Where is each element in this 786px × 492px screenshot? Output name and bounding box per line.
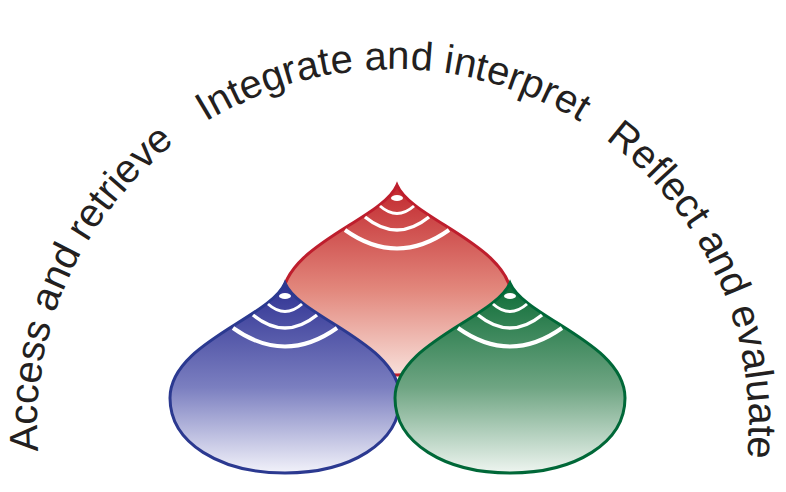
label-glyph: e (624, 133, 668, 177)
label-glyph (685, 211, 725, 242)
label-glyph: v (730, 322, 774, 351)
label-glyph: r (536, 70, 565, 112)
label-glyph: r (87, 172, 126, 208)
label-glyph: e (327, 37, 355, 80)
label-glyph: r (277, 49, 301, 91)
label-glyph: t (472, 45, 492, 87)
label-glyph: s (9, 336, 52, 364)
label-glyph: a (691, 222, 737, 261)
label-glyph: n (31, 258, 77, 294)
label-glyph: d (41, 237, 87, 275)
label-glyph: e (232, 61, 268, 106)
label-glyph: c (667, 184, 711, 224)
label-glyph (431, 37, 447, 78)
label-glyph: t (743, 425, 783, 437)
label-glyph: n (200, 76, 238, 122)
label-glyph: n (451, 40, 481, 84)
label-glyph: e (136, 117, 179, 162)
green-drop (395, 283, 625, 473)
label-glyph: u (740, 377, 782, 403)
label-glyph: a (735, 344, 778, 373)
label-glyph: t (315, 41, 333, 82)
label-glyph (52, 226, 92, 256)
label-glyph: l (647, 158, 682, 192)
label-glyph: v (120, 133, 162, 176)
label-glyph: s (14, 315, 58, 345)
label-glyph: A (3, 425, 44, 453)
blue-drop (170, 283, 400, 473)
label-glyph: R (602, 113, 650, 162)
label-glyph: n (387, 35, 410, 75)
label-glyph: e (6, 358, 49, 386)
label-glyph: c (3, 404, 44, 425)
label-glyph: e (103, 148, 147, 192)
label-glyph: a (364, 35, 388, 76)
label-glyph: a (292, 43, 323, 87)
label-glyph: t (80, 184, 119, 217)
label-glyph: t (679, 201, 718, 233)
label-glyph: p (516, 60, 552, 105)
label-glyph: e (483, 48, 516, 93)
label-glyph: n (702, 243, 748, 281)
label-glyph: r (504, 55, 530, 97)
label-glyph: a (23, 281, 68, 316)
label-glyph: g (255, 53, 289, 98)
label-glyph: f (640, 149, 676, 185)
label-glyph: e (724, 299, 769, 332)
label-glyph: t (567, 87, 597, 127)
label-glyph: e (653, 165, 698, 208)
label-glyph: e (741, 436, 782, 461)
label-glyph: I (189, 87, 219, 127)
label-glyph: i (97, 165, 133, 198)
label-glyph: e (66, 194, 112, 235)
label-glyph: i (442, 39, 457, 80)
label-glyph: d (409, 35, 434, 77)
label-glyph (351, 36, 366, 77)
label-glyph (19, 303, 60, 326)
label-glyph: t (221, 70, 248, 111)
label-glyph: e (548, 76, 586, 122)
label-glyph: l (739, 367, 780, 381)
label-glyph: d (712, 265, 757, 301)
label-glyph: a (742, 402, 783, 425)
label-glyph: c (4, 382, 46, 405)
label-glyph (720, 287, 761, 311)
label-glyph: r (58, 213, 99, 245)
